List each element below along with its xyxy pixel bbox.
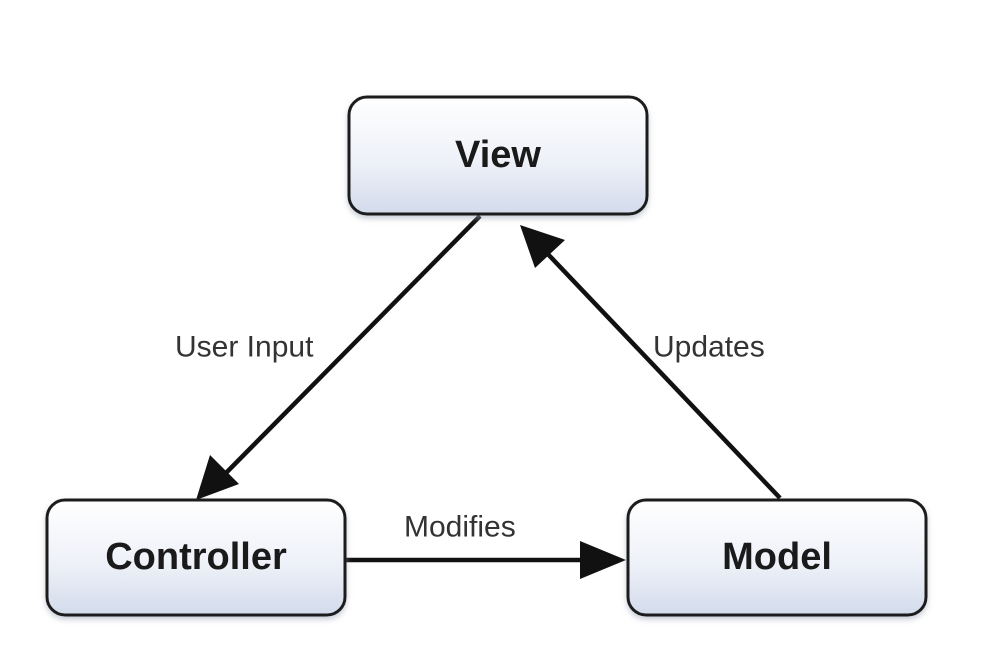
edge-user-input-label: User Input (175, 331, 314, 364)
edge-modifies (346, 541, 626, 579)
edge-modifies-arrowhead (580, 541, 626, 579)
node-controller-box (45, 498, 347, 617)
node-model-label: Model (722, 536, 832, 578)
node-view-label: View (455, 134, 541, 176)
edge-updates-label: Updates (653, 331, 765, 364)
node-view-box (347, 95, 649, 216)
node-controller-label: Controller (105, 536, 287, 578)
edge-updates (520, 225, 782, 500)
edge-updates-arrowhead (520, 225, 565, 268)
node-controller: Controller (45, 498, 347, 617)
edge-user-input-line (220, 214, 482, 479)
node-view: View (347, 95, 649, 216)
node-model: Model (626, 498, 928, 617)
edge-updates-line (542, 248, 782, 500)
edge-user-input (196, 214, 482, 500)
edge-modifies-label: Modifies (404, 511, 516, 544)
node-model-box (626, 498, 928, 617)
edge-user-input-arrowhead (196, 455, 239, 500)
